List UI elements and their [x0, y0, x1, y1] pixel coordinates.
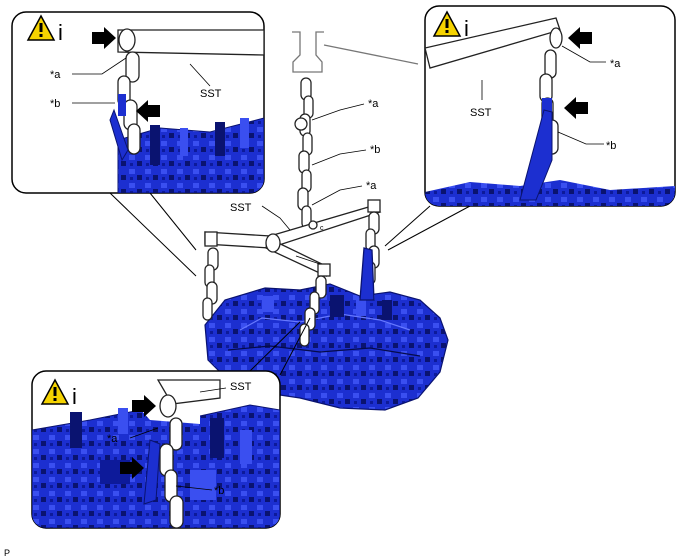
- arrow-left-icon: [564, 97, 588, 119]
- arrow-right-icon: [120, 457, 144, 479]
- label-a-top-left: *a: [50, 69, 61, 81]
- front-chain: [299, 275, 327, 347]
- label-a-top-right: *a: [610, 58, 621, 70]
- label-sst-top-right: SST: [470, 107, 492, 119]
- label-a-center-1: *a: [368, 98, 379, 110]
- detail-panel-top-right: i *a *b SST: [424, 5, 676, 207]
- detail-panel-bottom-left: i SST *a *b: [31, 370, 281, 529]
- label-b-bottom-left: *b: [214, 485, 224, 497]
- detail-panel-top-left: i *a *b SST: [11, 11, 265, 194]
- warning-icon: [40, 378, 70, 405]
- label-sst-center: SST: [230, 202, 252, 214]
- warning-icon: [26, 14, 56, 41]
- sst-beam: [204, 199, 382, 278]
- center-chain: [294, 77, 314, 229]
- figure-corner-mark: P: [4, 548, 10, 558]
- label-sst-bottom-left: SST: [230, 381, 252, 393]
- info-mark-bottom-left: i: [72, 384, 77, 409]
- label-a-bottom-left: *a: [107, 433, 118, 445]
- lifting-device: [202, 31, 419, 347]
- arrow-right-icon: [92, 27, 116, 49]
- label-b-top-right: *b: [606, 140, 616, 152]
- label-b-top-left: *b: [50, 98, 60, 110]
- label-sst-top-left: SST: [200, 88, 222, 100]
- warning-icon: [432, 10, 462, 37]
- left-chain: [202, 247, 219, 321]
- label-a-center-2: *a: [366, 180, 377, 192]
- center-leaders: [261, 103, 367, 265]
- callout-pointers: [109, 192, 471, 376]
- label-b-center: *b: [370, 144, 380, 156]
- info-mark-top-right: i: [464, 16, 469, 41]
- arrow-right-icon: [132, 395, 156, 417]
- arrow-left-icon: [136, 100, 160, 122]
- label-c-center: c: [320, 225, 324, 232]
- arrow-left-icon: [568, 27, 592, 49]
- info-mark-top-left: i: [58, 20, 63, 45]
